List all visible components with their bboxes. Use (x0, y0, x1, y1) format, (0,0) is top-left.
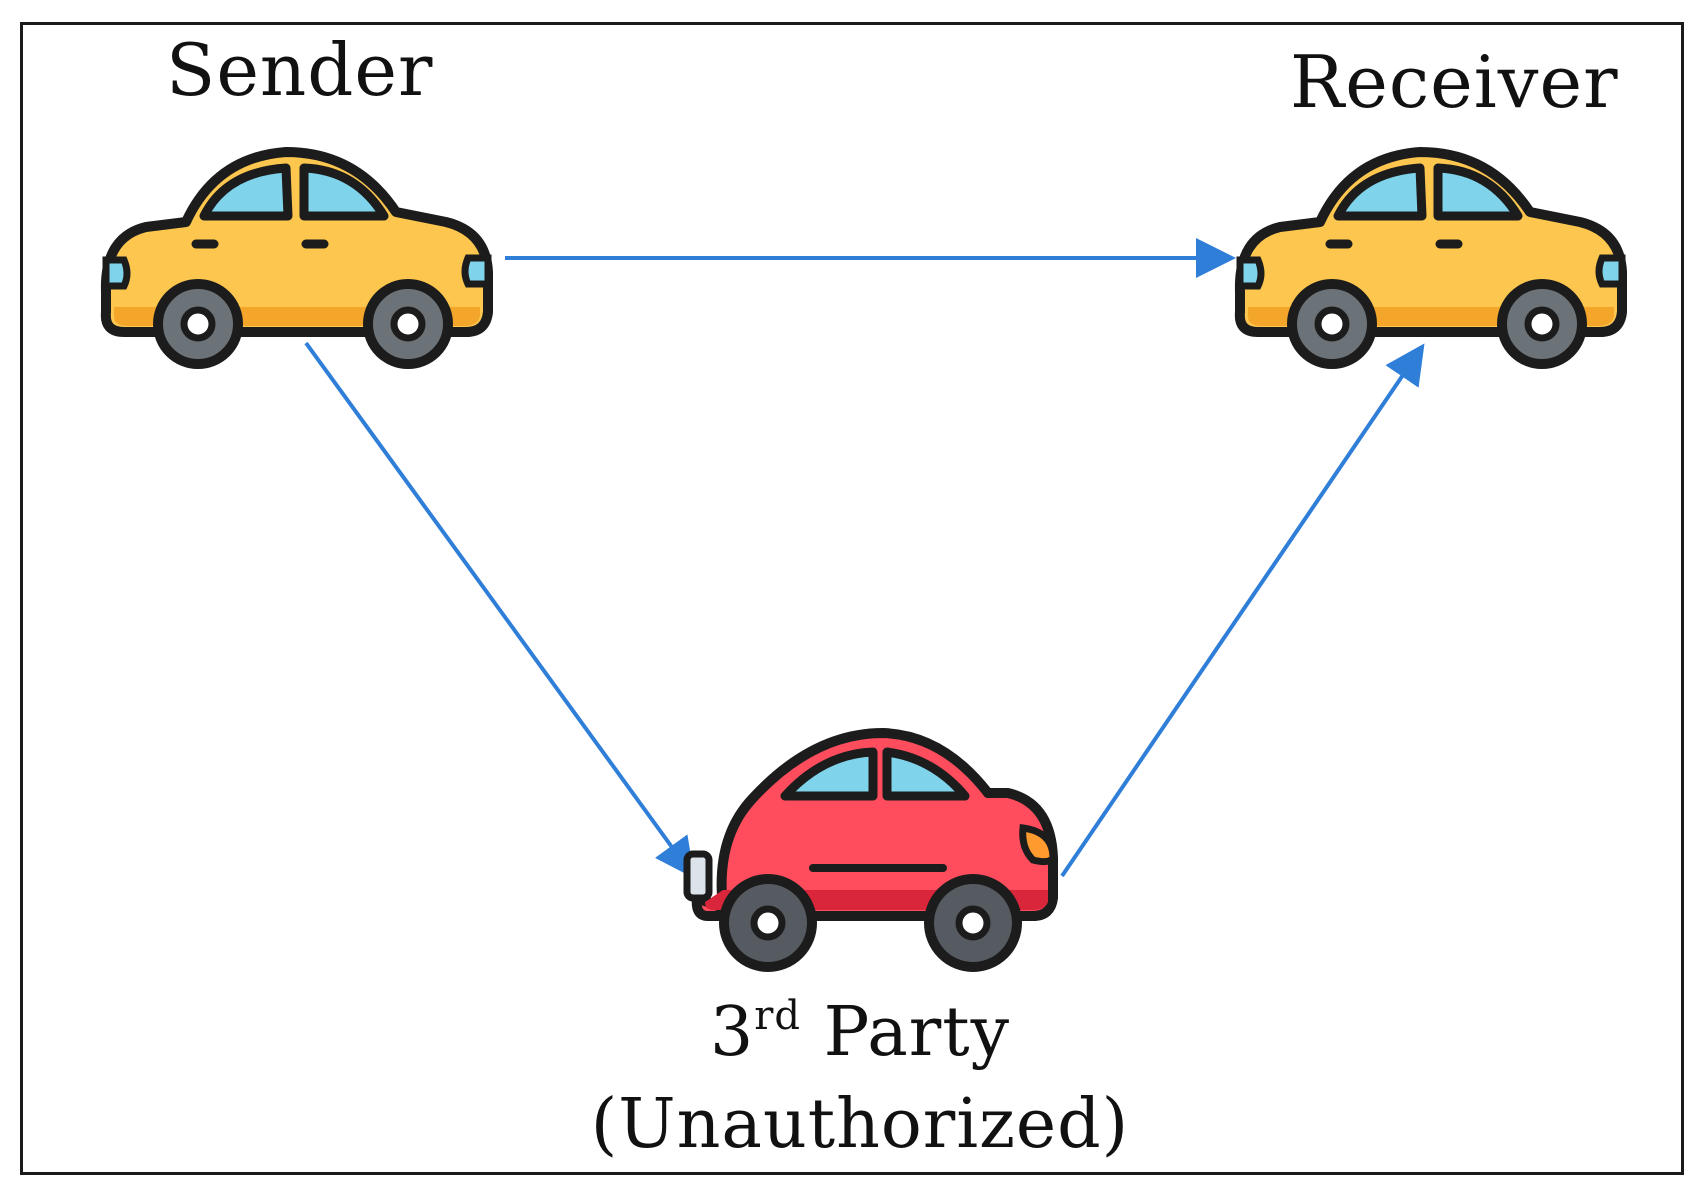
receiver-car-icon (1240, 152, 1622, 364)
arrow-third-party-to-receiver (1060, 343, 1425, 878)
third-party-label: 3rd Party (Unauthorized) (500, 970, 1220, 1171)
sender-car-icon (106, 152, 488, 364)
third-party-title-text: Party (823, 993, 1011, 1072)
third-party-ordinal-number: 3 (709, 993, 755, 1072)
receiver-label: Receiver (1290, 40, 1619, 124)
third-party-title: 3rd Party (500, 970, 1220, 1079)
third-party-qualifier: (Unauthorized) (590, 1085, 1130, 1164)
third-party-car-icon (683, 728, 1058, 972)
arrow-sender-to-third-party (304, 341, 695, 879)
sender-label: Sender (166, 28, 434, 112)
third-party-ordinal-suffix: rd (754, 993, 801, 1039)
